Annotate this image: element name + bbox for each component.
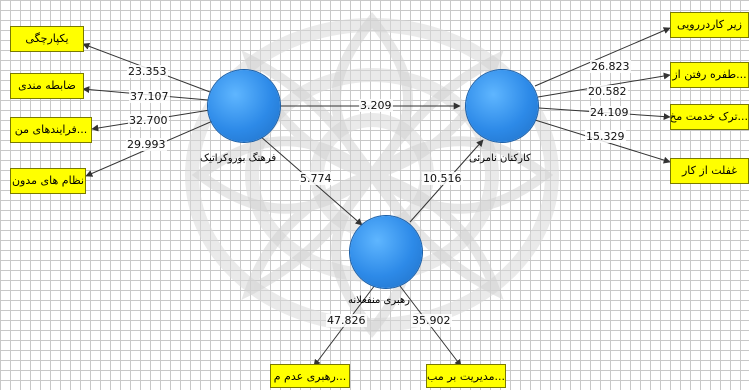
label-self-interested-leadership: رهبری منفعلانه [348,295,411,306]
coef-evading: 20.582 [587,85,628,98]
indicator-evading[interactable]: ...طفره رفتن از [670,62,749,88]
coef-leadership-employees: 10.516 [422,172,463,185]
indicator-exception-management[interactable]: ...مدیریت بر مب [426,364,506,388]
coef-processes: 32.700 [128,114,169,127]
coef-formality: 37.107 [129,90,170,103]
construct-self-interested-leadership[interactable] [350,216,422,288]
indicator-service-leaving[interactable]: ...ترک خدمت مخ [670,104,749,130]
coef-lack-of-leadership: 47.826 [326,314,367,327]
indicator-uniformity[interactable]: یکپارچگی [10,26,84,52]
indicator-negligence[interactable]: غفلت از کار [670,158,749,184]
edge-employees-shirking [534,27,671,87]
label-bureaucratic-culture: فرهنگ بوروکراتیک [200,153,277,164]
indicator-shirking[interactable]: زیر کاردررویی [670,12,749,38]
coef-written-rules: 29.993 [126,138,167,151]
construct-bureaucratic-culture[interactable] [208,70,280,142]
coef-service-leaving: 24.109 [589,106,630,119]
label-deviant-employees: کارکنان نامرئی [469,153,531,164]
coef-culture-leadership: 5.774 [299,172,333,185]
coef-negligence: 15.329 [585,130,626,143]
indicator-formality[interactable]: ضابطه مندی [10,73,84,99]
coef-exception-management: 35.902 [411,314,452,327]
coef-culture-employees: 3.209 [359,99,393,112]
indicator-written-rules[interactable]: نظام های مدون [10,168,86,194]
coef-shirking: 26.823 [590,60,631,73]
coef-uniformity: 23.353 [127,65,168,78]
construct-deviant-employees[interactable] [466,70,538,142]
indicator-processes[interactable]: ...فرایندهای من [10,117,92,143]
indicator-lack-of-leadership[interactable]: ...رهبری عدم م [270,364,350,388]
